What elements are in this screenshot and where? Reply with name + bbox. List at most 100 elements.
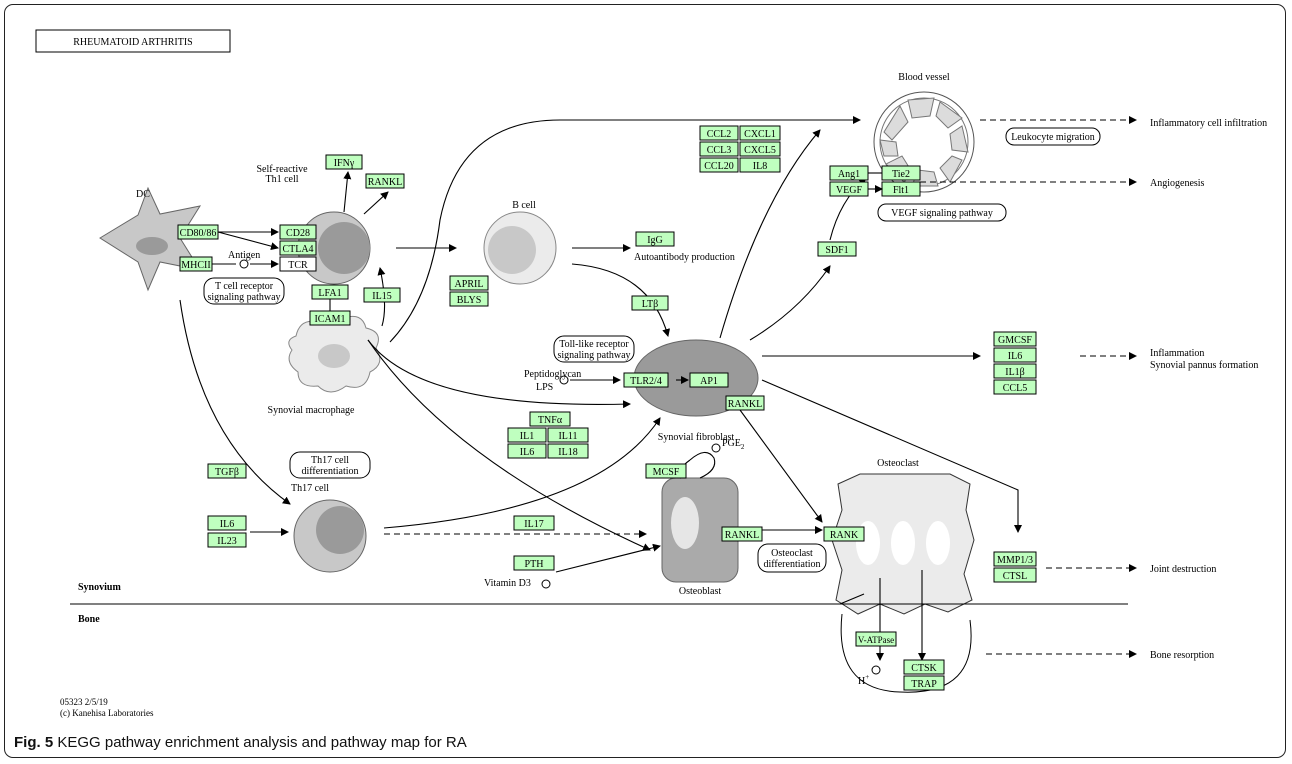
pge2-compound bbox=[711, 443, 721, 453]
gene-il6-macrophage[interactable]: IL6 bbox=[507, 443, 547, 459]
gene-icam1[interactable]: ICAM1 bbox=[309, 310, 351, 326]
gene-cd28[interactable]: CD28 bbox=[279, 224, 317, 240]
th1-nucleus bbox=[318, 222, 370, 274]
lps-label: LPS bbox=[536, 382, 553, 393]
pathway-osteoclast-differentiation[interactable]: Osteoclast differentiation bbox=[757, 543, 827, 573]
gene-tlr2-4[interactable]: TLR2/4 bbox=[623, 372, 669, 388]
map-title: RHEUMATOID ARTHRITIS bbox=[73, 37, 193, 48]
gene-trap[interactable]: TRAP bbox=[903, 675, 945, 691]
gene-il8[interactable]: IL8 bbox=[739, 157, 781, 173]
map-footer-copyright: (c) Kanehisa Laboratories bbox=[60, 708, 154, 718]
gene-cxcl1[interactable]: CXCL1 bbox=[739, 125, 781, 141]
gene-pth[interactable]: PTH bbox=[513, 555, 555, 571]
th1-label-line2: Th1 cell bbox=[265, 174, 298, 185]
gene-rank[interactable]: RANK bbox=[823, 526, 865, 542]
gene-sdf1[interactable]: SDF1 bbox=[817, 241, 857, 257]
gene-cd80-86[interactable]: CD80/86 bbox=[177, 224, 219, 240]
svg-text:CXCL5: CXCL5 bbox=[744, 145, 776, 156]
gene-ctla4[interactable]: CTLA4 bbox=[279, 240, 317, 256]
pathway-vegf-signaling[interactable]: VEGF signaling pathway bbox=[877, 203, 1007, 222]
svg-text:IgG: IgG bbox=[647, 235, 663, 246]
resorption-lacuna bbox=[840, 613, 972, 693]
svg-text:GMCSF: GMCSF bbox=[998, 335, 1032, 346]
gene-ap1[interactable]: AP1 bbox=[689, 372, 729, 388]
gene-ccl5[interactable]: CCL5 bbox=[993, 379, 1037, 395]
gene-april[interactable]: APRIL bbox=[449, 275, 489, 291]
pathway-th17-differentiation[interactable]: Th17 cell differentiation bbox=[289, 451, 371, 479]
gene-il1[interactable]: IL1 bbox=[507, 427, 547, 443]
svg-text:LTβ: LTβ bbox=[642, 299, 658, 310]
gene-il15[interactable]: IL15 bbox=[363, 287, 401, 303]
macrophage-label: Synovial macrophage bbox=[268, 405, 355, 416]
pathway-tcr-signaling[interactable]: T cell receptor signaling pathway bbox=[203, 277, 285, 305]
svg-text:LFA1: LFA1 bbox=[318, 288, 341, 299]
svg-text:TGFβ: TGFβ bbox=[215, 467, 239, 478]
gene-rankl-osteoblast[interactable]: RANKL bbox=[721, 526, 763, 542]
gene-gmcsf[interactable]: GMCSF bbox=[993, 331, 1037, 347]
gene-ltb[interactable]: LTβ bbox=[631, 295, 669, 311]
svg-text:CCL20: CCL20 bbox=[704, 161, 733, 172]
figure-caption: Fig. 5 KEGG pathway enrichment analysis … bbox=[14, 734, 467, 751]
gene-il6-inflammation[interactable]: IL6 bbox=[993, 347, 1037, 363]
gene-ctsk[interactable]: CTSK bbox=[903, 659, 945, 675]
gene-il23[interactable]: IL23 bbox=[207, 532, 247, 548]
svg-text:CCL5: CCL5 bbox=[1003, 383, 1027, 394]
gene-v-atpase[interactable]: V-ATPase bbox=[855, 631, 897, 647]
gene-blys[interactable]: BLYS bbox=[449, 291, 489, 307]
gene-vegf[interactable]: VEGF bbox=[829, 181, 869, 197]
svg-text:MCSF: MCSF bbox=[653, 467, 680, 478]
gene-ccl2[interactable]: CCL2 bbox=[699, 125, 739, 141]
gene-lfa1[interactable]: LFA1 bbox=[311, 284, 349, 300]
svg-text:IL17: IL17 bbox=[524, 519, 543, 530]
gene-ang1[interactable]: Ang1 bbox=[829, 165, 869, 181]
gene-cxcl5[interactable]: CXCL5 bbox=[739, 141, 781, 157]
interaction-arrows bbox=[179, 116, 1022, 661]
svg-text:APRIL: APRIL bbox=[455, 279, 484, 290]
macrophage-nucleus bbox=[318, 344, 350, 368]
gene-rankl-th1[interactable]: RANKL bbox=[365, 173, 405, 189]
gene-ctsl[interactable]: CTSL bbox=[993, 567, 1037, 583]
svg-text:ICAM1: ICAM1 bbox=[314, 314, 345, 325]
blood-vessel: Blood vessel bbox=[873, 72, 975, 193]
map-footer-id: 05323 2/5/19 bbox=[60, 697, 108, 707]
gene-flt1[interactable]: Flt1 bbox=[881, 181, 921, 197]
svg-text:CTLA4: CTLA4 bbox=[282, 244, 313, 255]
map-title-box: RHEUMATOID ARTHRITIS bbox=[35, 29, 231, 53]
vitamin-d3-compound bbox=[541, 579, 551, 589]
h-plus-label: H+ bbox=[858, 673, 869, 687]
pannus-formation-label: Synovial pannus formation bbox=[1150, 360, 1258, 371]
gene-rankl-fibroblast[interactable]: RANKL bbox=[725, 395, 765, 411]
svg-text:TLR2/4: TLR2/4 bbox=[630, 376, 662, 387]
osteoblast-label: Osteoblast bbox=[679, 586, 721, 597]
gene-tnfa[interactable]: TNFα bbox=[529, 411, 571, 427]
gene-tgfb[interactable]: TGFβ bbox=[207, 463, 247, 479]
gene-ccl3[interactable]: CCL3 bbox=[699, 141, 739, 157]
gene-il1b[interactable]: IL1β bbox=[993, 363, 1037, 379]
svg-text:CTSL: CTSL bbox=[1003, 571, 1027, 582]
gene-mmp1-3[interactable]: MMP1/3 bbox=[993, 551, 1037, 567]
gene-tcr[interactable]: TCR bbox=[279, 256, 317, 272]
b-cell-label: B cell bbox=[512, 200, 536, 211]
pathway-tlr-signaling[interactable]: Toll-like receptor signaling pathway bbox=[553, 335, 635, 363]
gene-tie2[interactable]: Tie2 bbox=[881, 165, 921, 181]
gene-il18[interactable]: IL18 bbox=[547, 443, 589, 459]
gene-il17[interactable]: IL17 bbox=[513, 515, 555, 531]
gene-ifng[interactable]: IFNγ bbox=[325, 154, 363, 170]
gene-mhcii[interactable]: MHCII bbox=[179, 256, 213, 272]
svg-text:VEGF: VEGF bbox=[836, 185, 863, 196]
svg-text:IFNγ: IFNγ bbox=[334, 158, 355, 169]
gene-ccl20[interactable]: CCL20 bbox=[699, 157, 739, 173]
th17-label: Th17 cell bbox=[291, 483, 329, 494]
svg-text:TCR: TCR bbox=[288, 260, 308, 271]
gene-il11[interactable]: IL11 bbox=[547, 427, 589, 443]
pathway-leukocyte-migration[interactable]: Leukocyte migration bbox=[1005, 127, 1101, 146]
gene-mcsf[interactable]: MCSF bbox=[645, 463, 687, 479]
gene-il6-th17[interactable]: IL6 bbox=[207, 515, 247, 531]
osteoclast-nucleus-2 bbox=[891, 521, 915, 565]
bone-resorption-label: Bone resorption bbox=[1150, 650, 1214, 661]
gene-igg[interactable]: IgG bbox=[635, 231, 675, 247]
svg-text:CCL2: CCL2 bbox=[707, 129, 731, 140]
svg-text:IL11: IL11 bbox=[558, 431, 577, 442]
svg-text:Flt1: Flt1 bbox=[893, 185, 909, 196]
